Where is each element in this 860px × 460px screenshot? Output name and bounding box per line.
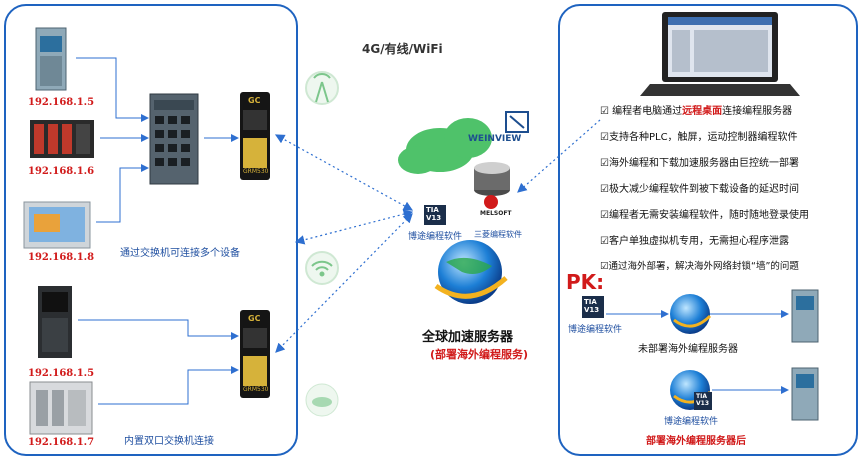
melsoft-logo-icon bbox=[484, 195, 498, 209]
right-bottom-tia-text: TIA V13 bbox=[696, 393, 709, 407]
device-ip-5: 192.168.1.7 bbox=[28, 437, 95, 448]
feature-3: ☑海外编程和下载加速服务器由巨控统一部署 bbox=[600, 158, 799, 169]
left-connectors bbox=[76, 57, 239, 405]
industrial-switch-icon bbox=[149, 93, 199, 185]
router-icon bbox=[305, 383, 339, 417]
dual-port-caption: 内置双口交换机连接 bbox=[124, 436, 214, 447]
tia-label: 博途编程软件 bbox=[408, 232, 463, 242]
module-bottom-model: GRM530 bbox=[243, 386, 269, 393]
deployed-label: 部署海外编程服务器后 bbox=[646, 436, 746, 447]
feature-1: ☑ 编程者电脑通过远程桌面连接编程服务器 bbox=[600, 106, 793, 117]
module-top-label: GC bbox=[248, 96, 261, 105]
drive-inverter-icon bbox=[38, 286, 72, 358]
module-bottom-label: GC bbox=[248, 314, 261, 323]
feature-7: ☑通过海外部署，解决海外网络封锁“墙”的问题 bbox=[600, 261, 799, 272]
core-router-icon bbox=[474, 162, 510, 196]
laptop-icon bbox=[640, 12, 800, 96]
right-tia-label-2: 博途编程软件 bbox=[664, 417, 719, 427]
right-tia-label: 博途编程软件 bbox=[568, 325, 623, 335]
right-plc-top-icon bbox=[791, 289, 819, 343]
gc-module-top-icon bbox=[240, 92, 270, 180]
right-globe-bottom-icon bbox=[670, 370, 712, 410]
gc-module-bottom-icon bbox=[240, 310, 270, 398]
server-title: 全球加速服务器 bbox=[422, 330, 514, 345]
hmi-touchscreen-icon bbox=[23, 201, 91, 249]
melsoft-sub-label: 三菱编程软件 bbox=[474, 230, 522, 239]
right-plc-bottom-icon bbox=[791, 367, 819, 421]
device-ip-4: 192.168.1.5 bbox=[28, 368, 95, 379]
feature-2: ☑支持各种PLC，触屏，运动控制器编程软件 bbox=[600, 132, 798, 143]
wifi-icon bbox=[305, 251, 339, 285]
right-tia-logo-icon bbox=[582, 296, 604, 318]
right-globe-top-icon bbox=[670, 294, 712, 334]
right-connectors bbox=[606, 310, 789, 394]
wireless-links bbox=[274, 119, 601, 353]
feature-5: ☑编程者无需安装编程软件，随时随地登录使用 bbox=[600, 210, 809, 221]
cloud-icon bbox=[398, 118, 492, 174]
module-top-model: GRM530 bbox=[243, 168, 269, 175]
plc-s7-1500-icon bbox=[35, 27, 67, 91]
right-tia-logo-text: TIA V13 bbox=[584, 298, 600, 314]
not-deployed-label: 未部署海外编程服务器 bbox=[638, 344, 738, 355]
cell-tower-icon bbox=[305, 71, 339, 105]
server-subtitle: (部署海外编程服务) bbox=[430, 348, 529, 361]
switch-caption: 通过交换机可连接多个设备 bbox=[120, 248, 240, 259]
device-ip-3: 192.168.1.8 bbox=[28, 252, 95, 263]
tia-logo-icon bbox=[424, 205, 446, 225]
feature-4: ☑极大减少编程软件到被下载设备的延迟时间 bbox=[600, 184, 799, 195]
plc-omron-icon bbox=[29, 381, 93, 435]
pk-label: PK: bbox=[566, 270, 605, 294]
tia-logo-text: TIA V13 bbox=[426, 206, 442, 222]
weinview-logo-icon bbox=[505, 111, 529, 133]
network-label: 4G/有线/WiFi bbox=[362, 42, 443, 56]
device-ip-2: 192.168.1.6 bbox=[28, 166, 95, 177]
feature-6: ☑客户单独虚拟机专用，无需担心程序泄露 bbox=[600, 236, 789, 247]
weinview-label: WEINVIEW bbox=[468, 134, 522, 144]
global-server-globe-icon bbox=[434, 240, 508, 304]
melsoft-label: MELSOFT bbox=[480, 210, 512, 217]
plc-rack-icon bbox=[30, 120, 94, 158]
device-ip-1: 192.168.1.5 bbox=[28, 97, 95, 108]
